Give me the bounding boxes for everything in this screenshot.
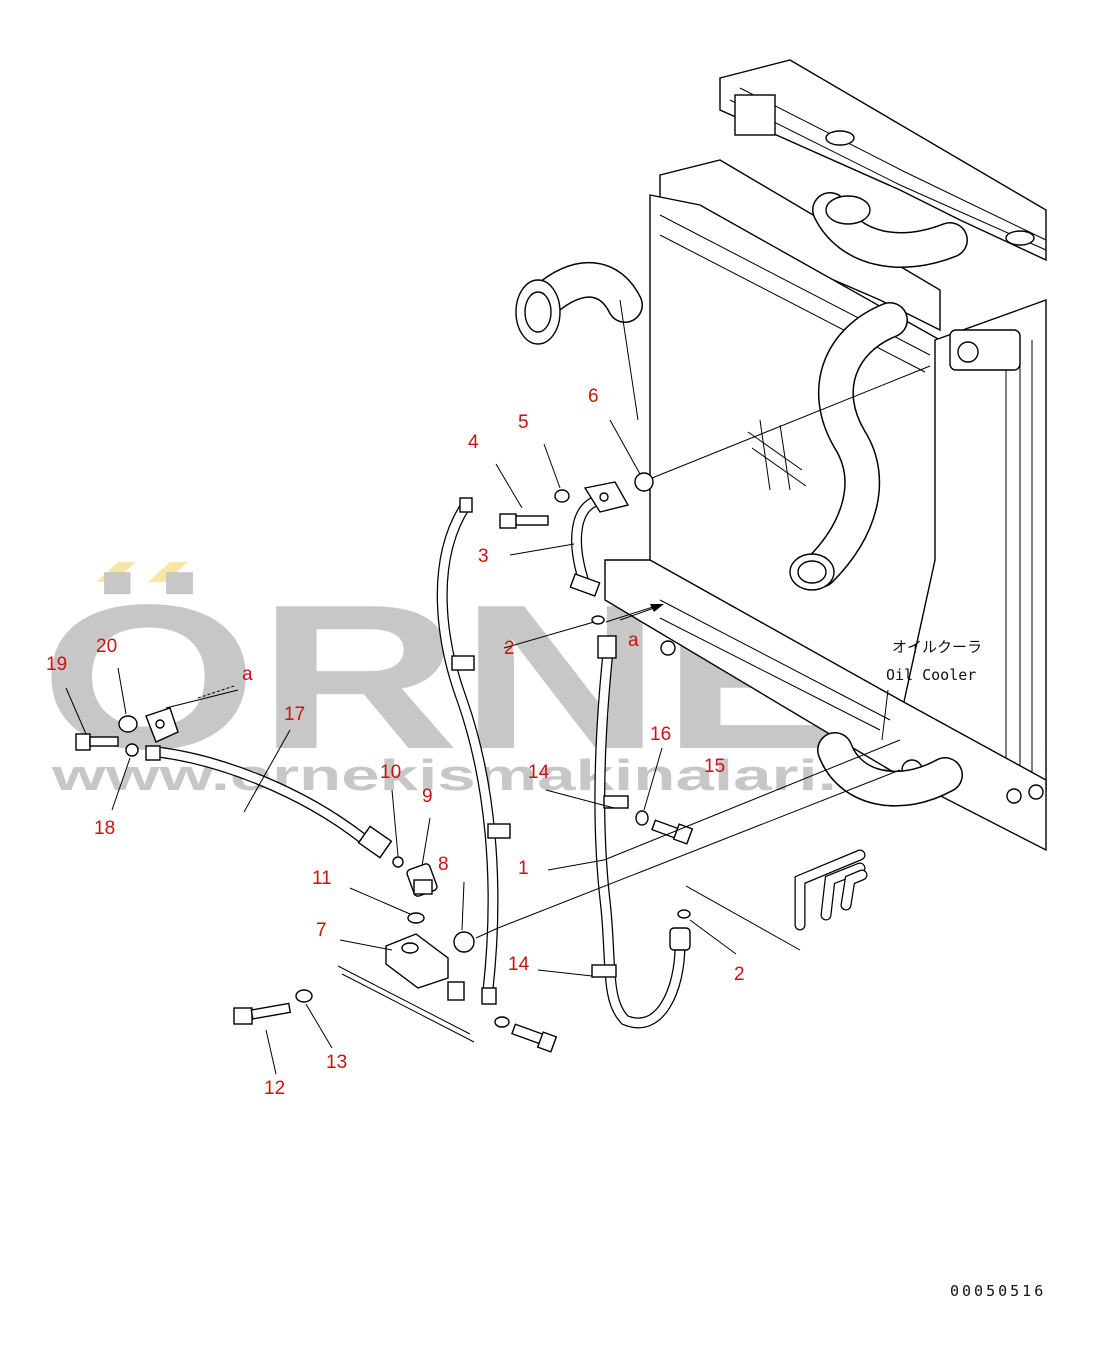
o-ring-part-10 <box>392 856 404 868</box>
callout-2-upper: 2 <box>504 638 515 659</box>
o-ring-part-11 <box>407 912 425 924</box>
tube-part-17 <box>145 707 393 859</box>
callout-8: 8 <box>438 854 449 875</box>
radiator-assembly <box>515 59 1047 931</box>
callout-14-lower: 14 <box>508 954 530 975</box>
callout-3: 3 <box>478 546 489 567</box>
callout-14-upper: 14 <box>528 762 550 783</box>
bolt-part-15 <box>651 819 694 845</box>
oil-cooler-label-jp: オイルクーラ <box>892 638 982 656</box>
callout-10: 10 <box>380 762 401 783</box>
grid-mark <box>747 419 807 491</box>
plug-part-6 <box>634 472 654 492</box>
bolt-part-19 <box>75 733 119 751</box>
washer-part-13 <box>295 989 313 1003</box>
callout-11: 11 <box>312 868 332 889</box>
washer-part-20 <box>118 715 138 733</box>
callout-numbers: 6 5 4 3 2 20 19 17 18 10 9 14 16 15 1 8 … <box>46 386 745 1099</box>
callout-20: 20 <box>96 636 117 657</box>
callout-13: 13 <box>326 1052 347 1073</box>
callout-12: 12 <box>264 1078 285 1099</box>
callout-18: 18 <box>94 818 115 839</box>
ref-label-a-right: a <box>628 630 639 651</box>
elbow-part-9 <box>406 863 438 897</box>
block-part-7 <box>337 933 475 1043</box>
o-ring-part-18 <box>125 743 139 757</box>
washer-part-5 <box>554 489 570 503</box>
callout-19: 19 <box>46 654 67 675</box>
clamp-icon <box>603 795 629 809</box>
callout-9: 9 <box>422 786 433 807</box>
drawing-number: 00050516 <box>950 1282 1047 1300</box>
hose-part-1-left <box>436 497 511 1005</box>
ref-label-a-left: a <box>242 664 253 685</box>
leader-lines <box>65 365 931 1075</box>
tube-part-3 <box>569 481 630 597</box>
clamp-icon <box>451 655 475 671</box>
callout-1: 1 <box>518 858 529 879</box>
washer-part-lower <box>494 1016 510 1028</box>
watermark-accent-left <box>96 562 136 582</box>
callout-2-lower: 2 <box>734 964 745 985</box>
watermark-accent-right <box>148 562 188 582</box>
clamp-icon <box>487 823 511 839</box>
oil-cooler-label-en: Oil Cooler <box>886 666 976 684</box>
callout-4: 4 <box>468 432 479 453</box>
washer-part-16 <box>635 810 649 826</box>
callout-15: 15 <box>704 756 725 777</box>
ref-arrow-a-right <box>619 604 664 621</box>
o-ring-part-2-lower <box>677 909 691 919</box>
callout-7: 7 <box>316 920 327 941</box>
bolt-part-12 <box>233 1002 292 1025</box>
callout-16: 16 <box>650 724 671 745</box>
callout-17: 17 <box>284 704 305 725</box>
bolt-part-4 <box>499 513 549 529</box>
callout-6: 6 <box>588 386 599 407</box>
callout-5: 5 <box>518 412 529 433</box>
o-ring-part-2-upper <box>591 615 605 625</box>
bolt-part-lower <box>511 1023 558 1053</box>
ref-arrow-a-left <box>197 685 235 699</box>
clamp-icon <box>591 964 617 978</box>
hose-part-1-right <box>591 635 691 1029</box>
plug-part-8 <box>453 931 475 953</box>
